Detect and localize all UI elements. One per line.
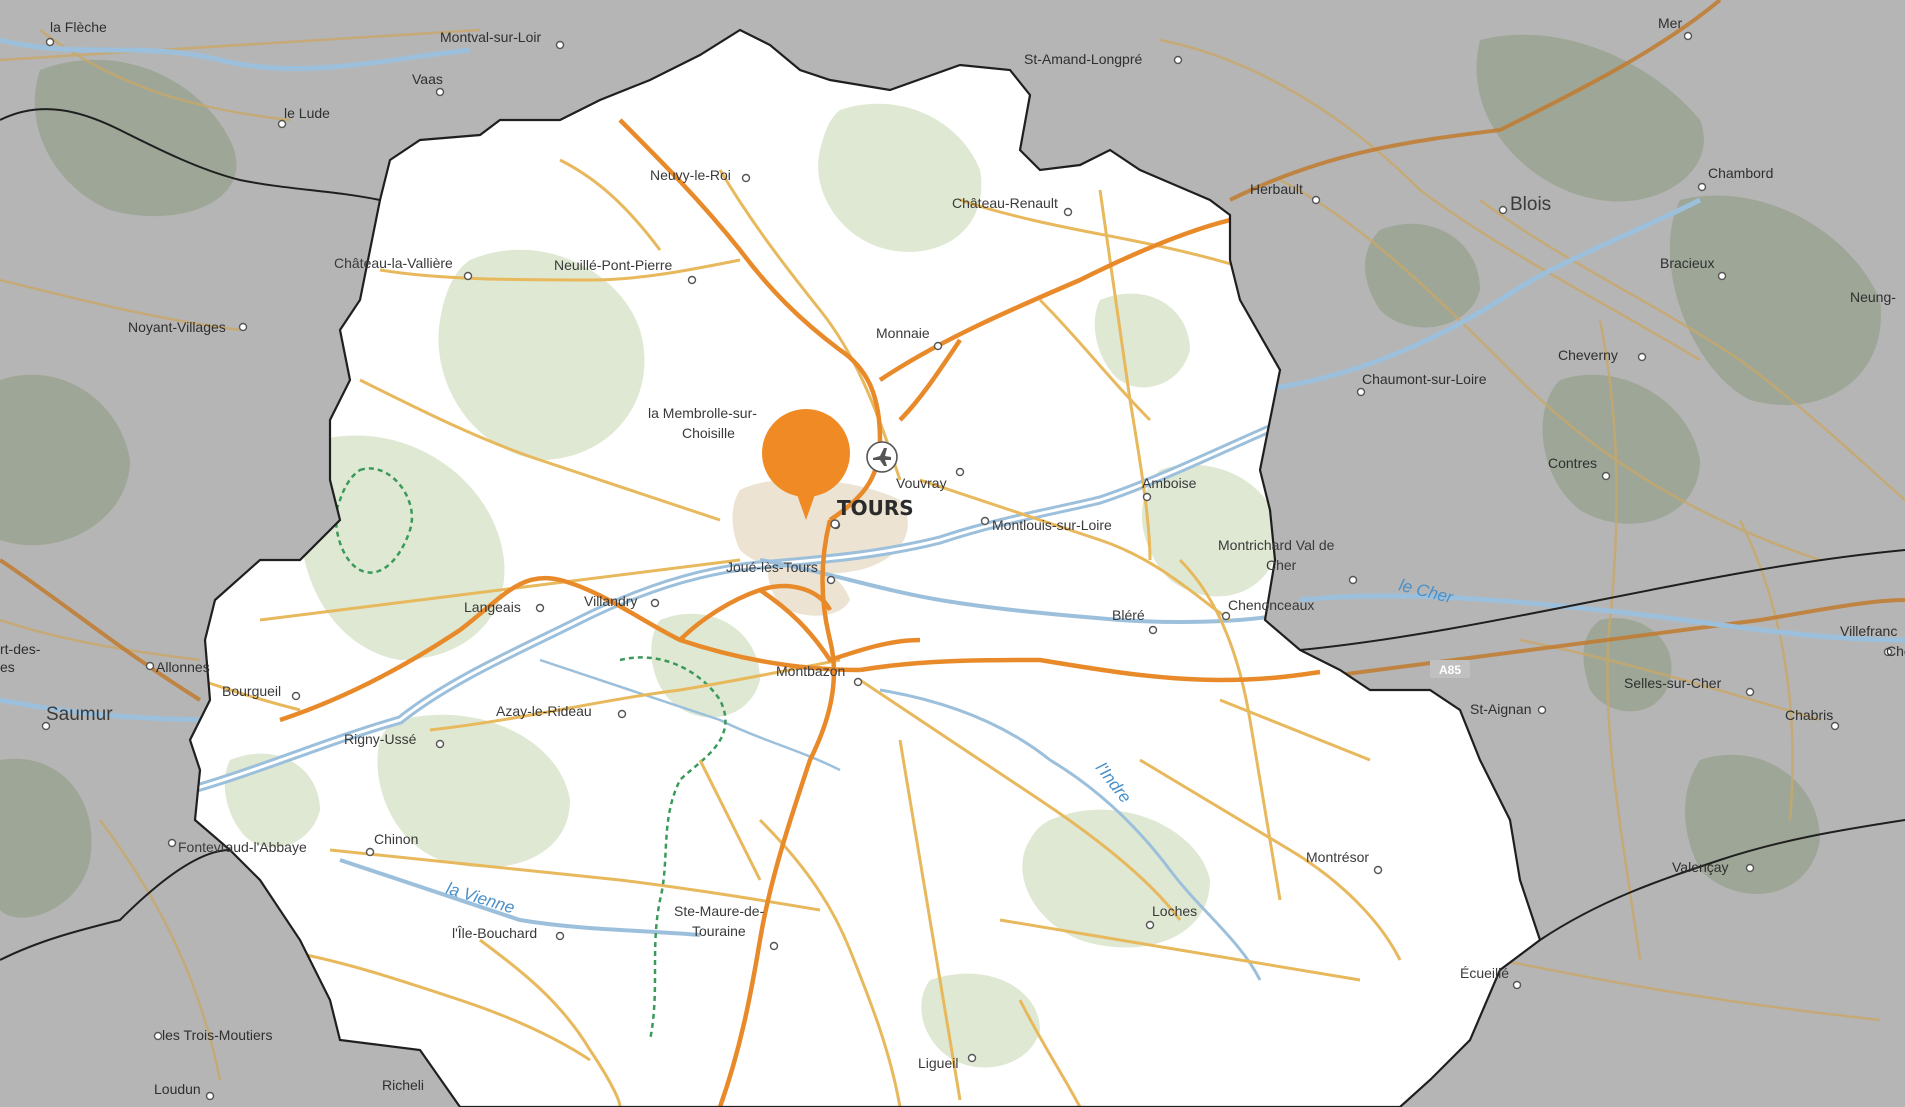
place-label: Montval-sur-Loir <box>440 29 541 45</box>
place-label: Choisille <box>682 425 735 441</box>
place-label: la Membrolle-sur- <box>648 405 757 421</box>
department-region <box>188 28 1542 1107</box>
place-label: Bourgueil <box>222 683 281 699</box>
outside-motorways <box>0 0 1905 702</box>
place-label: Neuvy-le-Roi <box>650 167 731 183</box>
place-label: Valençay <box>1672 859 1729 875</box>
place-label: rt-des- <box>0 641 41 657</box>
place-label: Chenonceaux <box>1228 597 1314 613</box>
place-label: Che <box>1886 643 1905 659</box>
place-label: Montrésor <box>1306 849 1369 865</box>
neighbour-borders <box>0 108 1905 961</box>
primary-roads <box>279 118 1321 1107</box>
main-city-label: TOURS <box>837 496 914 520</box>
place-label: Blois <box>1510 194 1551 215</box>
place-label: Herbault <box>1250 181 1303 197</box>
place-label: Neuillé-Pont-Pierre <box>554 257 672 273</box>
place-label: Loudun <box>154 1081 201 1097</box>
outside-place-labels: la Flèche Montval-sur-Loir Vaas le Lude … <box>0 15 1905 1097</box>
place-label: Monnaie <box>876 325 930 341</box>
place-label: Château-Renault <box>952 195 1058 211</box>
place-label: Chabris <box>1785 707 1833 723</box>
place-label: Cheverny <box>1558 347 1618 363</box>
place-label: Bléré <box>1112 607 1145 623</box>
place-label: Saumur <box>46 704 113 725</box>
place-label: Rigny-Ussé <box>344 731 417 747</box>
map-pin-icon[interactable] <box>762 409 850 520</box>
place-label: Chaumont-sur-Loire <box>1362 371 1487 387</box>
place-label: Allonnes <box>156 659 210 675</box>
place-label: Touraine <box>692 923 746 939</box>
place-label: Neung- <box>1850 289 1896 305</box>
main-city[interactable]: TOURS <box>830 496 914 529</box>
place-label: Joué-lès-Tours <box>726 559 818 575</box>
place-label: St-Aignan <box>1470 701 1531 717</box>
place-label: St-Amand-Longpré <box>1024 51 1143 67</box>
place-label: Ligueil <box>918 1055 958 1071</box>
motorway-shield-icon: A85 <box>1430 660 1470 678</box>
place-label: Vaas <box>412 71 443 87</box>
place-label: Montbazon <box>776 663 845 679</box>
place-label: Cher <box>1266 557 1297 573</box>
place-label: Villandry <box>584 593 637 609</box>
secondary-roads <box>199 158 1402 1107</box>
place-label: Noyant-Villages <box>128 319 226 335</box>
place-dots <box>41 31 1893 1101</box>
inside-place-labels: Neuvy-le-Roi Château-Renault Château-la-… <box>178 167 1509 1071</box>
outside-roads <box>0 28 1905 1081</box>
airport-icon[interactable] <box>866 441 898 473</box>
place-label: Villefranc <box>1840 623 1897 639</box>
outside-forests <box>0 34 1881 918</box>
motorway-label: A85 <box>1439 663 1461 677</box>
place-label: Richeli <box>382 1077 424 1093</box>
place-label: es <box>0 659 15 675</box>
place-label: Contres <box>1548 455 1597 471</box>
place-label: Chinon <box>374 831 418 847</box>
place-label: Azay-le-Rideau <box>496 703 592 719</box>
outside-rivers <box>0 37 1905 723</box>
place-label: Montlouis-sur-Loire <box>992 517 1112 533</box>
place-label: Montrichard Val de <box>1218 537 1335 553</box>
place-label: Bracieux <box>1660 255 1714 271</box>
place-label: Chambord <box>1708 165 1773 181</box>
park-boundary <box>334 467 727 1041</box>
place-label: les Trois-Moutiers <box>162 1027 272 1043</box>
place-label: Château-la-Vallière <box>334 255 453 271</box>
place-label: Selles-sur-Cher <box>1624 675 1722 691</box>
place-label: Écueillé <box>1460 965 1509 981</box>
place-label: la Flèche <box>50 19 107 35</box>
place-label: Amboise <box>1142 475 1197 491</box>
inside-forests <box>224 103 1280 1068</box>
place-label: Ste-Maure-de- <box>674 903 765 919</box>
place-label: Fontevraud-l'Abbaye <box>178 839 307 855</box>
place-label: le Lude <box>284 105 330 121</box>
place-label: Loches <box>1152 903 1197 919</box>
place-label: Mer <box>1658 15 1682 31</box>
place-label: l'Île-Bouchard <box>452 925 537 941</box>
place-label: Vouvray <box>896 475 947 491</box>
place-label: Langeais <box>464 599 521 615</box>
